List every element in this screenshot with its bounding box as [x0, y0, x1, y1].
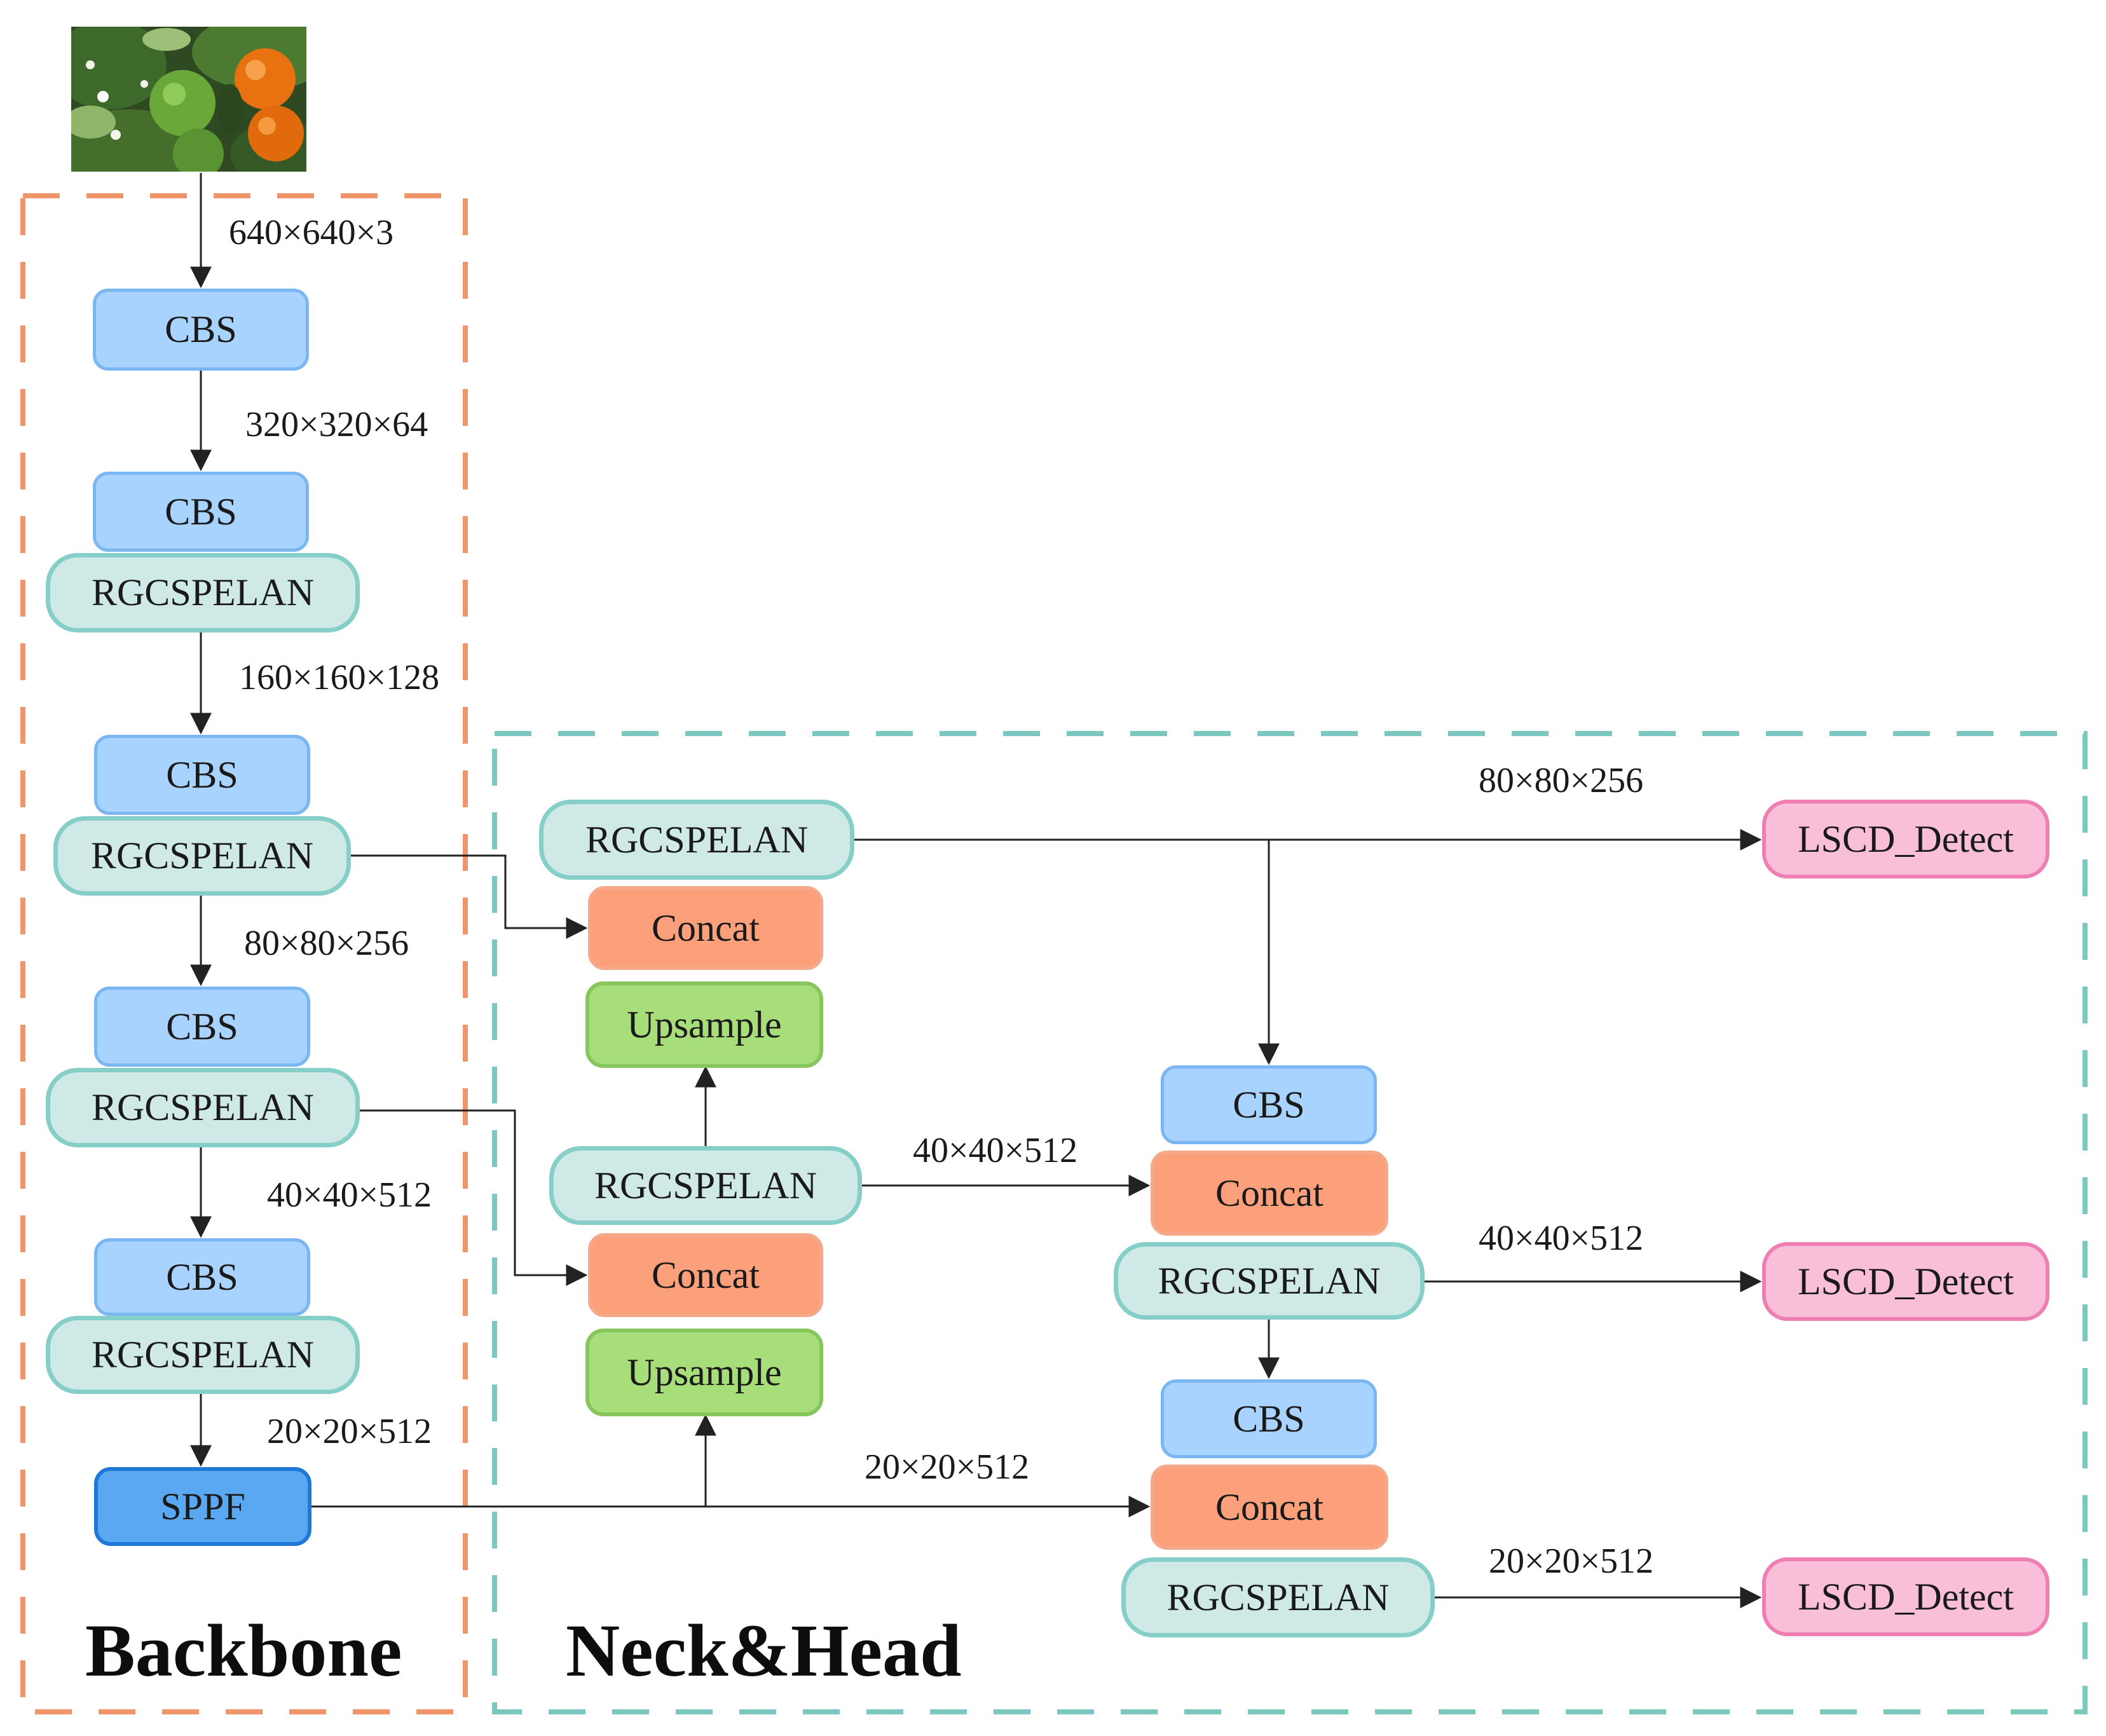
neck-upsample-bottom: Upsample [585, 1329, 823, 1416]
size-label-320: 320×320×64 [245, 405, 428, 444]
head-cbs-b: CBS [1161, 1379, 1377, 1458]
size-label-80: 80×80×256 [244, 924, 409, 963]
size-label-20: 20×20×512 [267, 1412, 432, 1451]
neck-head-region-border [492, 731, 2088, 1714]
backbone-cbs-3: CBS [94, 735, 310, 815]
neck-rgcspelan-mid: RGCSPELAN [549, 1146, 862, 1225]
citrus-fruit-photo-icon [71, 27, 306, 172]
edge-rg2-concat-top [351, 854, 588, 939]
head-rgcspelan-b: RGCSPELAN [1121, 1557, 1435, 1637]
backbone-cbs-2: CBS [93, 472, 309, 552]
neck-upsample-top: Upsample [585, 981, 823, 1068]
neck-concat-mid: Concat [588, 1233, 823, 1317]
backbone-cbs-1: CBS [93, 289, 309, 371]
size-label-input: 640×640×3 [229, 213, 394, 252]
size-label-neck-20: 20×20×512 [865, 1447, 1030, 1487]
backbone-rgcspelan-1: RGCSPELAN [46, 553, 360, 632]
backbone-rgcspelan-4: RGCSPELAN [46, 1316, 360, 1394]
head-concat-b: Concat [1151, 1465, 1388, 1550]
head-concat-a: Concat [1151, 1151, 1388, 1236]
neck-rgcspelan-top: RGCSPELAN [539, 800, 854, 880]
backbone-title: Backbone [85, 1609, 402, 1692]
size-label-head-20: 20×20×512 [1489, 1541, 1654, 1581]
neck-concat-top: Concat [588, 886, 823, 970]
neck-head-title: Neck&Head [566, 1609, 962, 1692]
lscd-detect-2: LSCD_Detect [1762, 1242, 2049, 1321]
input-image [71, 27, 306, 172]
head-cbs-a: CBS [1161, 1065, 1377, 1144]
backbone-rgcspelan-2: RGCSPELAN [53, 816, 351, 896]
edge-rg3-concat-mid [360, 1109, 588, 1286]
size-label-neck-40: 40×40×512 [913, 1131, 1078, 1170]
size-label-head-40: 40×40×512 [1479, 1219, 1644, 1258]
backbone-sppf: SPPF [94, 1467, 311, 1546]
lscd-detect-1: LSCD_Detect [1762, 800, 2049, 878]
backbone-region-border [20, 193, 468, 1714]
lscd-detect-3: LSCD_Detect [1762, 1557, 2049, 1636]
backbone-rgcspelan-3: RGCSPELAN [46, 1068, 360, 1147]
size-label-160: 160×160×128 [239, 658, 440, 697]
backbone-cbs-5: CBS [94, 1238, 310, 1316]
size-label-40: 40×40×512 [267, 1175, 432, 1215]
size-label-head-80: 80×80×256 [1479, 761, 1644, 800]
backbone-cbs-4: CBS [94, 987, 310, 1067]
head-rgcspelan-a: RGCSPELAN [1114, 1242, 1425, 1320]
